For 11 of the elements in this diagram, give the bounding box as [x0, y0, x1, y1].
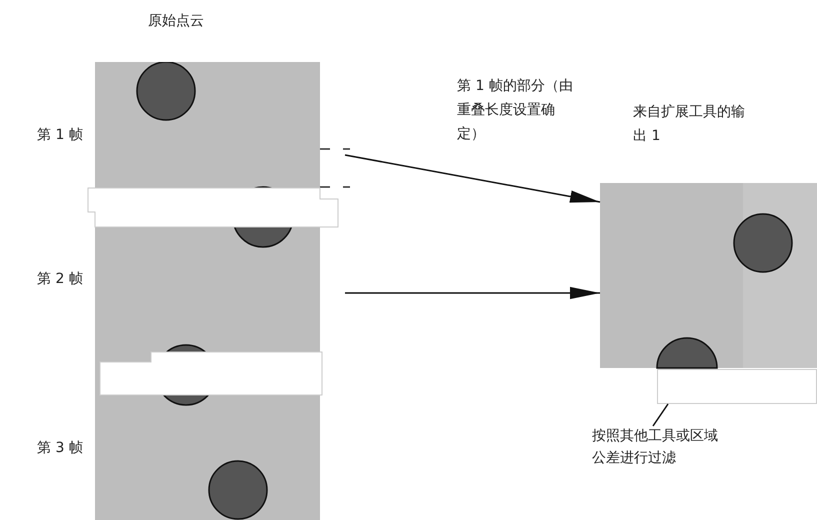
arrow	[345, 286, 600, 300]
filtered-strip	[657, 369, 817, 404]
frame-label: 第 3 帧	[37, 439, 83, 458]
frame-label: 第 1 帧	[37, 126, 83, 145]
frame-label: 第 2 帧	[37, 270, 83, 289]
heading: 来自扩展工具的输出 1	[633, 103, 745, 146]
heading: 原始点云	[148, 12, 204, 30]
leader-line	[652, 404, 669, 426]
arrow	[344, 154, 600, 203]
annotation-text: 第 1 帧的部分（由重叠长度设置确定）	[457, 77, 574, 144]
annotation-text: 按照其他工具或区域公差进行过滤	[592, 427, 719, 468]
